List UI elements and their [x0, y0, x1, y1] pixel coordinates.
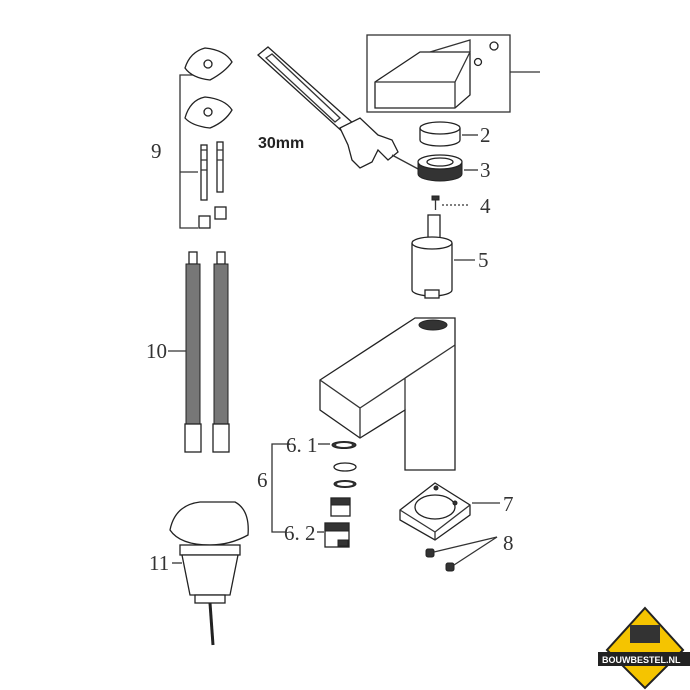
label-part-4: 4: [480, 194, 491, 218]
handle-box: [366, 34, 540, 113]
part-3-nut: [417, 154, 478, 182]
label-part-6-2: 6. 2: [284, 521, 316, 545]
part-2-ring: [419, 121, 478, 147]
part-9-fixing-kit: [179, 47, 233, 229]
label-part-8: 8: [503, 531, 514, 555]
wrench-size-label: 30mm: [258, 135, 304, 152]
part-10-hoses: [168, 251, 230, 453]
part-5-cartridge: [411, 214, 475, 299]
part-11-popup-waste: [169, 501, 249, 646]
part-4-screw: [431, 195, 470, 210]
label-part-10: 10: [146, 339, 167, 363]
part-8-screws: [425, 536, 498, 572]
wrench: [256, 46, 421, 171]
label-part-5: 5: [478, 248, 489, 272]
label-part-2: 2: [480, 123, 491, 147]
label-part-7: 7: [503, 492, 514, 516]
faucet-body: [319, 317, 456, 471]
label-part-6: 6: [257, 468, 268, 492]
label-part-11: 11: [149, 551, 169, 575]
part-7-mounting-plate: [399, 482, 500, 541]
label-part-6-1: 6. 1: [286, 433, 318, 457]
logo-text: BOUWBESTEL.NL: [602, 655, 681, 665]
label-part-9: 9: [151, 139, 162, 163]
label-part-3: 3: [480, 158, 491, 182]
part-6-aerator-group: [271, 441, 357, 548]
bouwbestel-logo: BOUWBESTEL.NL: [598, 606, 690, 690]
